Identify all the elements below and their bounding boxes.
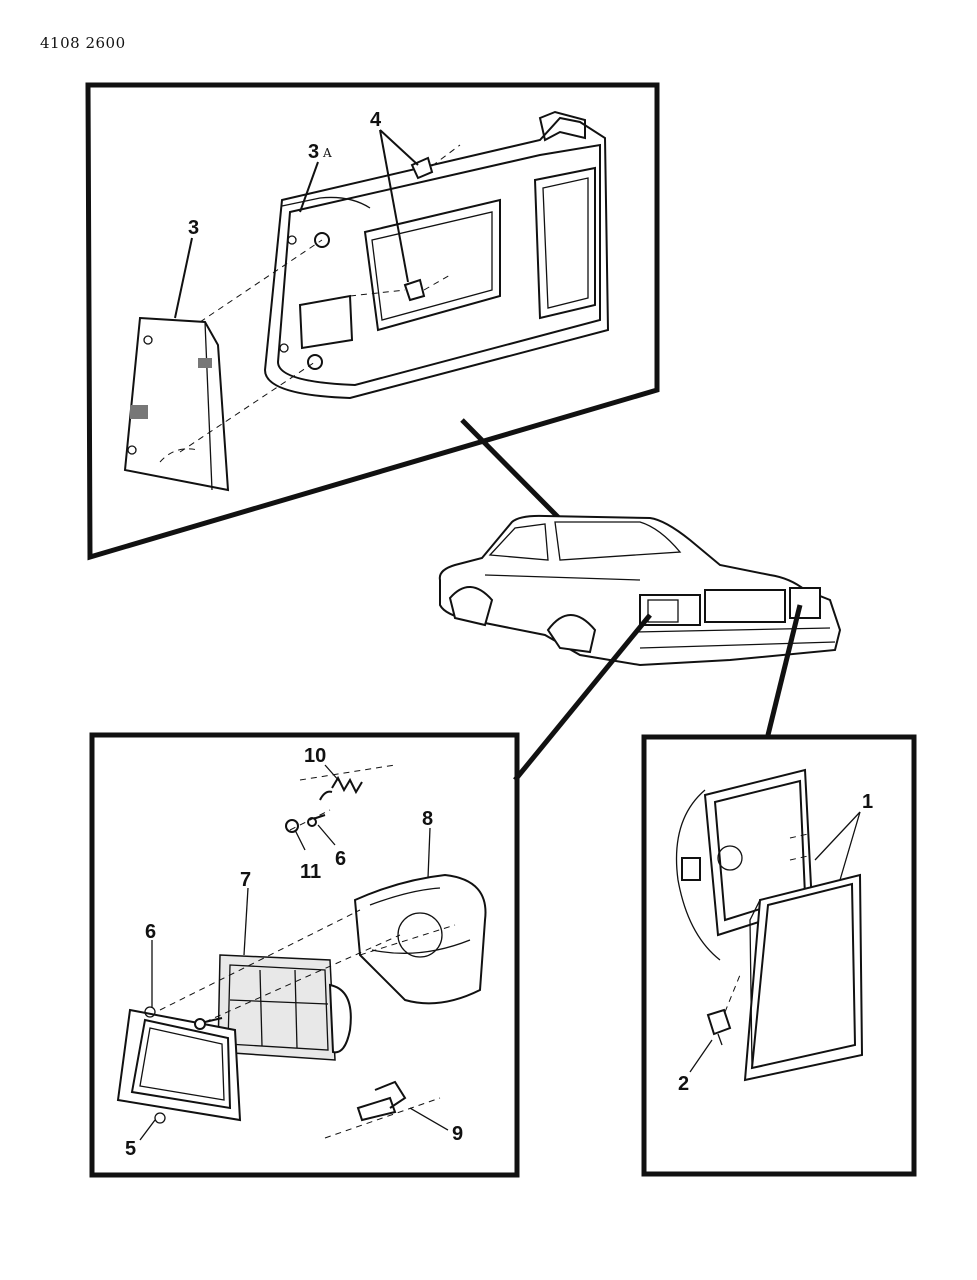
bottom-left-panel-headlamp: 10 6 11 8 7 6 5 9	[89, 732, 520, 1178]
callout-4: 4	[370, 109, 382, 131]
callout-10: 10	[304, 745, 326, 767]
connector-car-to-parklamp	[765, 604, 803, 736]
side-marker-lens-drawing	[123, 316, 230, 492]
top-panel-corner-lamp-bezel: 3 3 A 4	[85, 82, 660, 561]
callout-1: 1	[862, 791, 873, 813]
callout-3a-suffix: A	[322, 146, 332, 160]
callout-7: 7	[240, 869, 251, 891]
bottom-right-panel-park-lamp: 1 2	[641, 734, 917, 1177]
top-panel-frame	[85, 82, 660, 561]
callout-2: 2	[678, 1073, 689, 1095]
callout-6-lower: 6	[145, 921, 156, 943]
callout-11: 11	[300, 861, 321, 883]
callout-3: 3	[188, 217, 199, 239]
callout-8: 8	[422, 808, 433, 830]
headlamp-bezel-drawing	[263, 110, 610, 400]
document-number: 4108 2600	[40, 34, 126, 52]
connector-car-to-headlamp	[513, 613, 652, 782]
bottom-right-panel-frame	[641, 734, 917, 1177]
vehicle-front-view	[438, 514, 842, 667]
bottom-left-panel-frame	[89, 732, 520, 1178]
callout-9: 9	[452, 1123, 463, 1145]
callout-3a-number: 3	[308, 141, 319, 163]
callout-6-upper: 6	[335, 848, 346, 870]
callout-5: 5	[125, 1138, 136, 1160]
